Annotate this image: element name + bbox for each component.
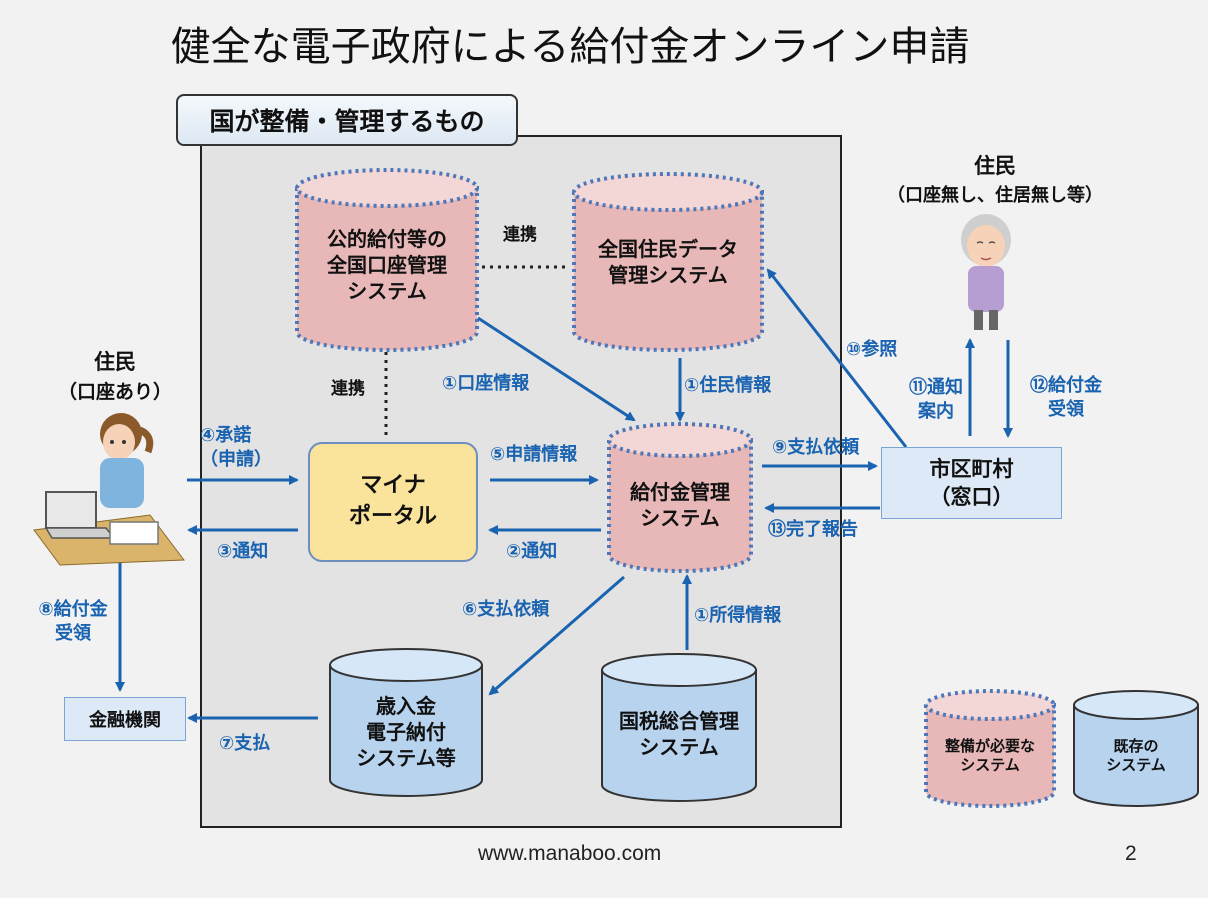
tsuchi3-label: ③通知 bbox=[217, 541, 269, 562]
renkei-left-label: 連携 bbox=[331, 379, 365, 399]
legend-new-label: 整備が必要な システム bbox=[944, 736, 1035, 775]
government-managed-label: 国が整備・管理するもの bbox=[176, 94, 518, 146]
financial-institution-box: 金融機関 bbox=[64, 697, 186, 741]
resident-with-pc-illustration bbox=[33, 413, 185, 566]
jumin-data-cylinder bbox=[572, 172, 764, 352]
shodaku-label: ④承諾 （申請） bbox=[200, 425, 272, 471]
jumin-data-system-label: 全国住民データ 管理システム bbox=[598, 237, 738, 287]
shinsei-joho-label: ⑤申請情報 bbox=[490, 444, 578, 465]
sansho10-label: ⑩参照 bbox=[846, 339, 898, 360]
sainyu-system-label: 歳入金 電子納付 システム等 bbox=[356, 694, 456, 770]
page-number: 2 bbox=[1125, 842, 1137, 865]
shiharai-irai9-label: ⑨支払依頼 bbox=[772, 437, 860, 458]
arrow-koza-joho bbox=[477, 316, 636, 422]
kyufu-system-label: 給付金管理 システム bbox=[630, 480, 730, 530]
kyufukin-juryo12-label: ⑫給付金 受領 bbox=[1030, 375, 1102, 421]
koza-joho-label: ①口座情報 bbox=[442, 373, 530, 394]
municipality-window-box: 市区町村 （窓口） bbox=[881, 447, 1062, 519]
right-resident-note: （口座無し、住居無し等） bbox=[887, 185, 1103, 206]
arrow-shiharai-irai6 bbox=[488, 575, 625, 696]
koteki-system-label: 公的給付等の 全国口座管理 システム bbox=[327, 227, 447, 303]
kyufu-cylinder bbox=[607, 422, 753, 573]
page-title: 健全な電子政府による給付金オンライン申請 bbox=[170, 24, 970, 70]
kokuzei-system-label: 国税総合管理 システム bbox=[619, 709, 739, 759]
tsuchi2-label: ②通知 bbox=[506, 541, 558, 562]
legend-new-cylinder bbox=[924, 689, 1056, 808]
kokuzei-cylinder bbox=[601, 653, 757, 802]
shotoku-joho-label: ①所得情報 bbox=[694, 605, 782, 626]
legend-existing-label: 既存の システム bbox=[1106, 736, 1166, 775]
koteki-cylinder bbox=[295, 168, 479, 352]
kyufukin-juryo8-label: ⑧給付金 受領 bbox=[38, 599, 108, 645]
kanryo13-label: ⑬完了報告 bbox=[768, 519, 858, 540]
tsuchi-annai11-label: ⑪通知 案内 bbox=[909, 377, 963, 423]
legend-existing-cylinder bbox=[1073, 690, 1199, 807]
left-resident-name: 住民 bbox=[94, 350, 136, 374]
arrow-sansho10 bbox=[766, 268, 908, 448]
jumin-joho-label: ①住民情報 bbox=[684, 375, 772, 396]
shiharai-irai6-label: ⑥支払依頼 bbox=[462, 599, 550, 620]
right-resident-name: 住民 bbox=[974, 154, 1016, 178]
left-resident-note: （口座あり） bbox=[57, 381, 172, 403]
footer-url: www.manaboo.com bbox=[478, 842, 662, 865]
myna-portal-box: マイナ ポータル bbox=[308, 442, 478, 562]
renkei-top-label: 連携 bbox=[503, 225, 537, 245]
sainyu-cylinder bbox=[329, 648, 483, 797]
shiharai7-label: ⑦支払 bbox=[219, 733, 271, 754]
elderly-resident-illustration bbox=[961, 214, 1011, 330]
